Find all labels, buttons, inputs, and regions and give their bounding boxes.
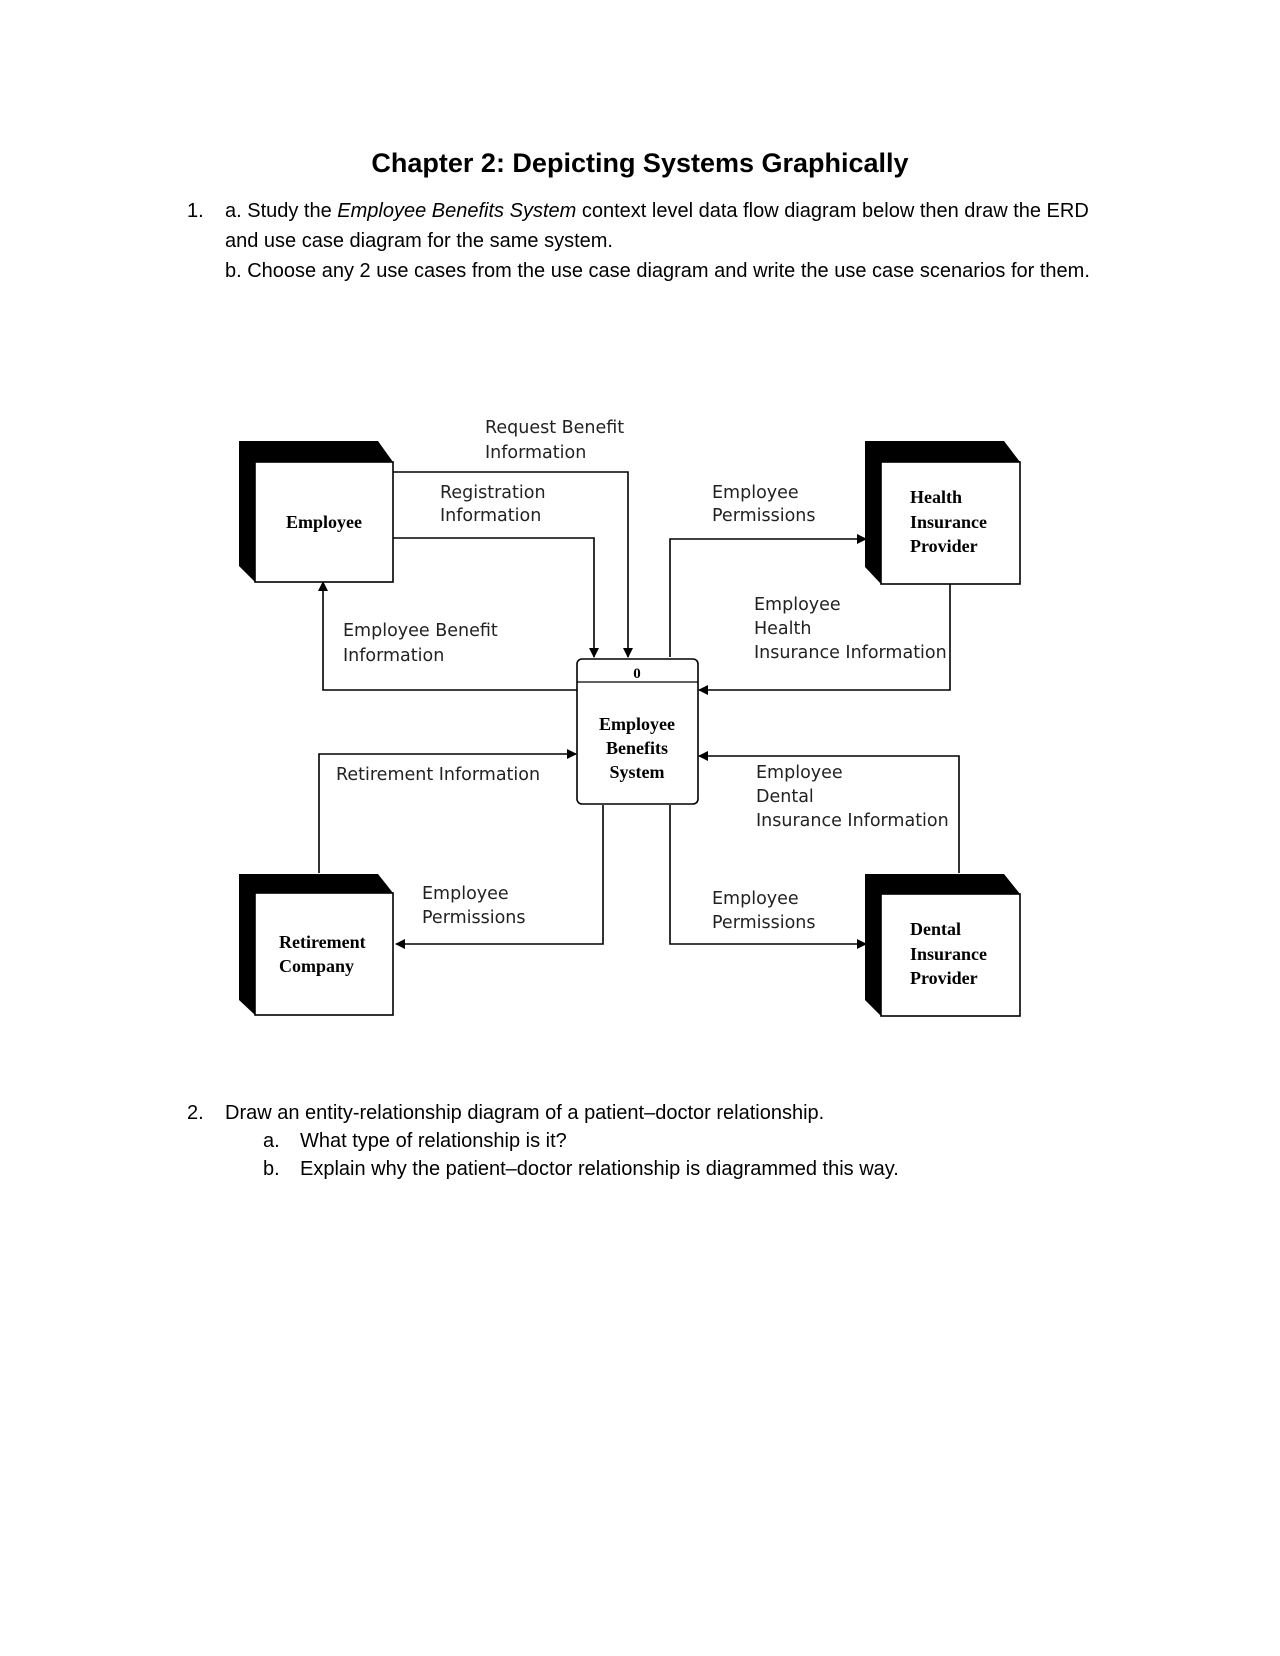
flow-lines [318, 471, 960, 949]
question-2-number: 2. [187, 1102, 204, 1124]
process-label-line-3: System [610, 762, 665, 782]
entity-health-label-line-1: Health [910, 487, 962, 507]
flow-employee-benefit-line [318, 581, 578, 691]
flow-registration-line [393, 537, 599, 658]
flow-employee-benefit-label-line-2: Information [343, 646, 444, 666]
question-2b-marker: b. [263, 1158, 280, 1180]
flow-request-benefit-label-line-2: Information [485, 443, 586, 463]
entity-health-insurance-provider: Health Insurance Provider [865, 441, 1021, 585]
entity-retirement-label-line-2: Company [279, 956, 354, 976]
flow-request-benefit-label-line-1: Request Benefit [485, 418, 624, 438]
entity-retirement-company: Retirement Company [239, 874, 394, 1016]
question-1a-italic: Employee Benefits System [337, 200, 577, 222]
flow-health-info-label-line-2: Health [754, 619, 811, 639]
question-1a-rest: context level data flow diagram below th… [576, 200, 1089, 222]
question-1a-prefix: a. Study the [225, 200, 338, 222]
flow-retirement-info-label: Retirement Information [336, 765, 540, 785]
process-employee-benefits-system: 0 Employee Benefits System [576, 658, 699, 805]
flow-dental-permissions-label-line-2: Permissions [712, 913, 816, 933]
process-number: 0 [633, 666, 641, 682]
flow-dental-info-line [698, 751, 960, 873]
flow-retirement-permissions-label-line-2: Permissions [422, 908, 526, 928]
flow-dental-permissions-label-line-1: Employee [712, 889, 799, 909]
entity-health-label-line-3: Provider [910, 536, 978, 556]
flow-health-info-label-line-1: Employee [754, 595, 841, 615]
flow-dental-info-label-line-1: Employee [756, 763, 843, 783]
flow-labels: Request Benefit Information Registration… [336, 418, 949, 933]
entity-dental-label-line-1: Dental [910, 919, 961, 939]
flow-dental-info-label-line-3: Insurance Information [756, 811, 949, 831]
question-1a-line2: and use case diagram for the same system… [225, 230, 613, 252]
flow-dental-info-label-line-2: Dental [756, 787, 814, 807]
flow-employee-benefit-label-line-1: Employee Benefit [343, 621, 498, 641]
flow-health-permissions-label-line-1: Employee [712, 483, 799, 503]
flow-retirement-permissions-line [395, 805, 604, 949]
flow-registration-label-line-2: Information [440, 506, 541, 526]
flow-health-permissions-label-line-2: Permissions [712, 506, 816, 526]
flow-request-benefit-line [393, 471, 633, 658]
process-label-line-2: Benefits [606, 738, 668, 758]
flow-retirement-info-line [318, 749, 577, 873]
entity-dental-insurance-provider: Dental Insurance Provider [865, 874, 1021, 1017]
entity-dental-label-line-2: Insurance [910, 944, 987, 964]
entity-dental-label-line-3: Provider [910, 968, 978, 988]
question-1-number: 1. [187, 200, 204, 222]
entity-health-label-line-2: Insurance [910, 512, 987, 532]
entity-employee-label: Employee [286, 512, 362, 532]
question-2-text: Draw an entity-relationship diagram of a… [225, 1102, 825, 1124]
question-2a-marker: a. [263, 1130, 280, 1152]
flow-retirement-permissions-label-line-1: Employee [422, 884, 509, 904]
flow-health-info-line [698, 584, 951, 695]
flow-registration-label-line-1: Registration [440, 483, 546, 503]
question-2a: What type of relationship is it? [300, 1130, 567, 1152]
process-label-line-1: Employee [599, 714, 675, 734]
page-title: Chapter 2: Depicting Systems Graphically [371, 148, 909, 178]
flow-health-permissions-line [669, 534, 867, 657]
flow-dental-permissions-line [669, 805, 867, 949]
question-1b: b. Choose any 2 use cases from the use c… [225, 260, 1090, 282]
question-2b: Explain why the patient–doctor relations… [300, 1158, 899, 1180]
entity-employee: Employee [239, 441, 394, 583]
question-1a-line1: a. Study the Employee Benefits System co… [225, 196, 1235, 226]
entity-retirement-label-line-1: Retirement [279, 932, 366, 952]
flow-health-info-label-line-3: Insurance Information [754, 643, 947, 663]
